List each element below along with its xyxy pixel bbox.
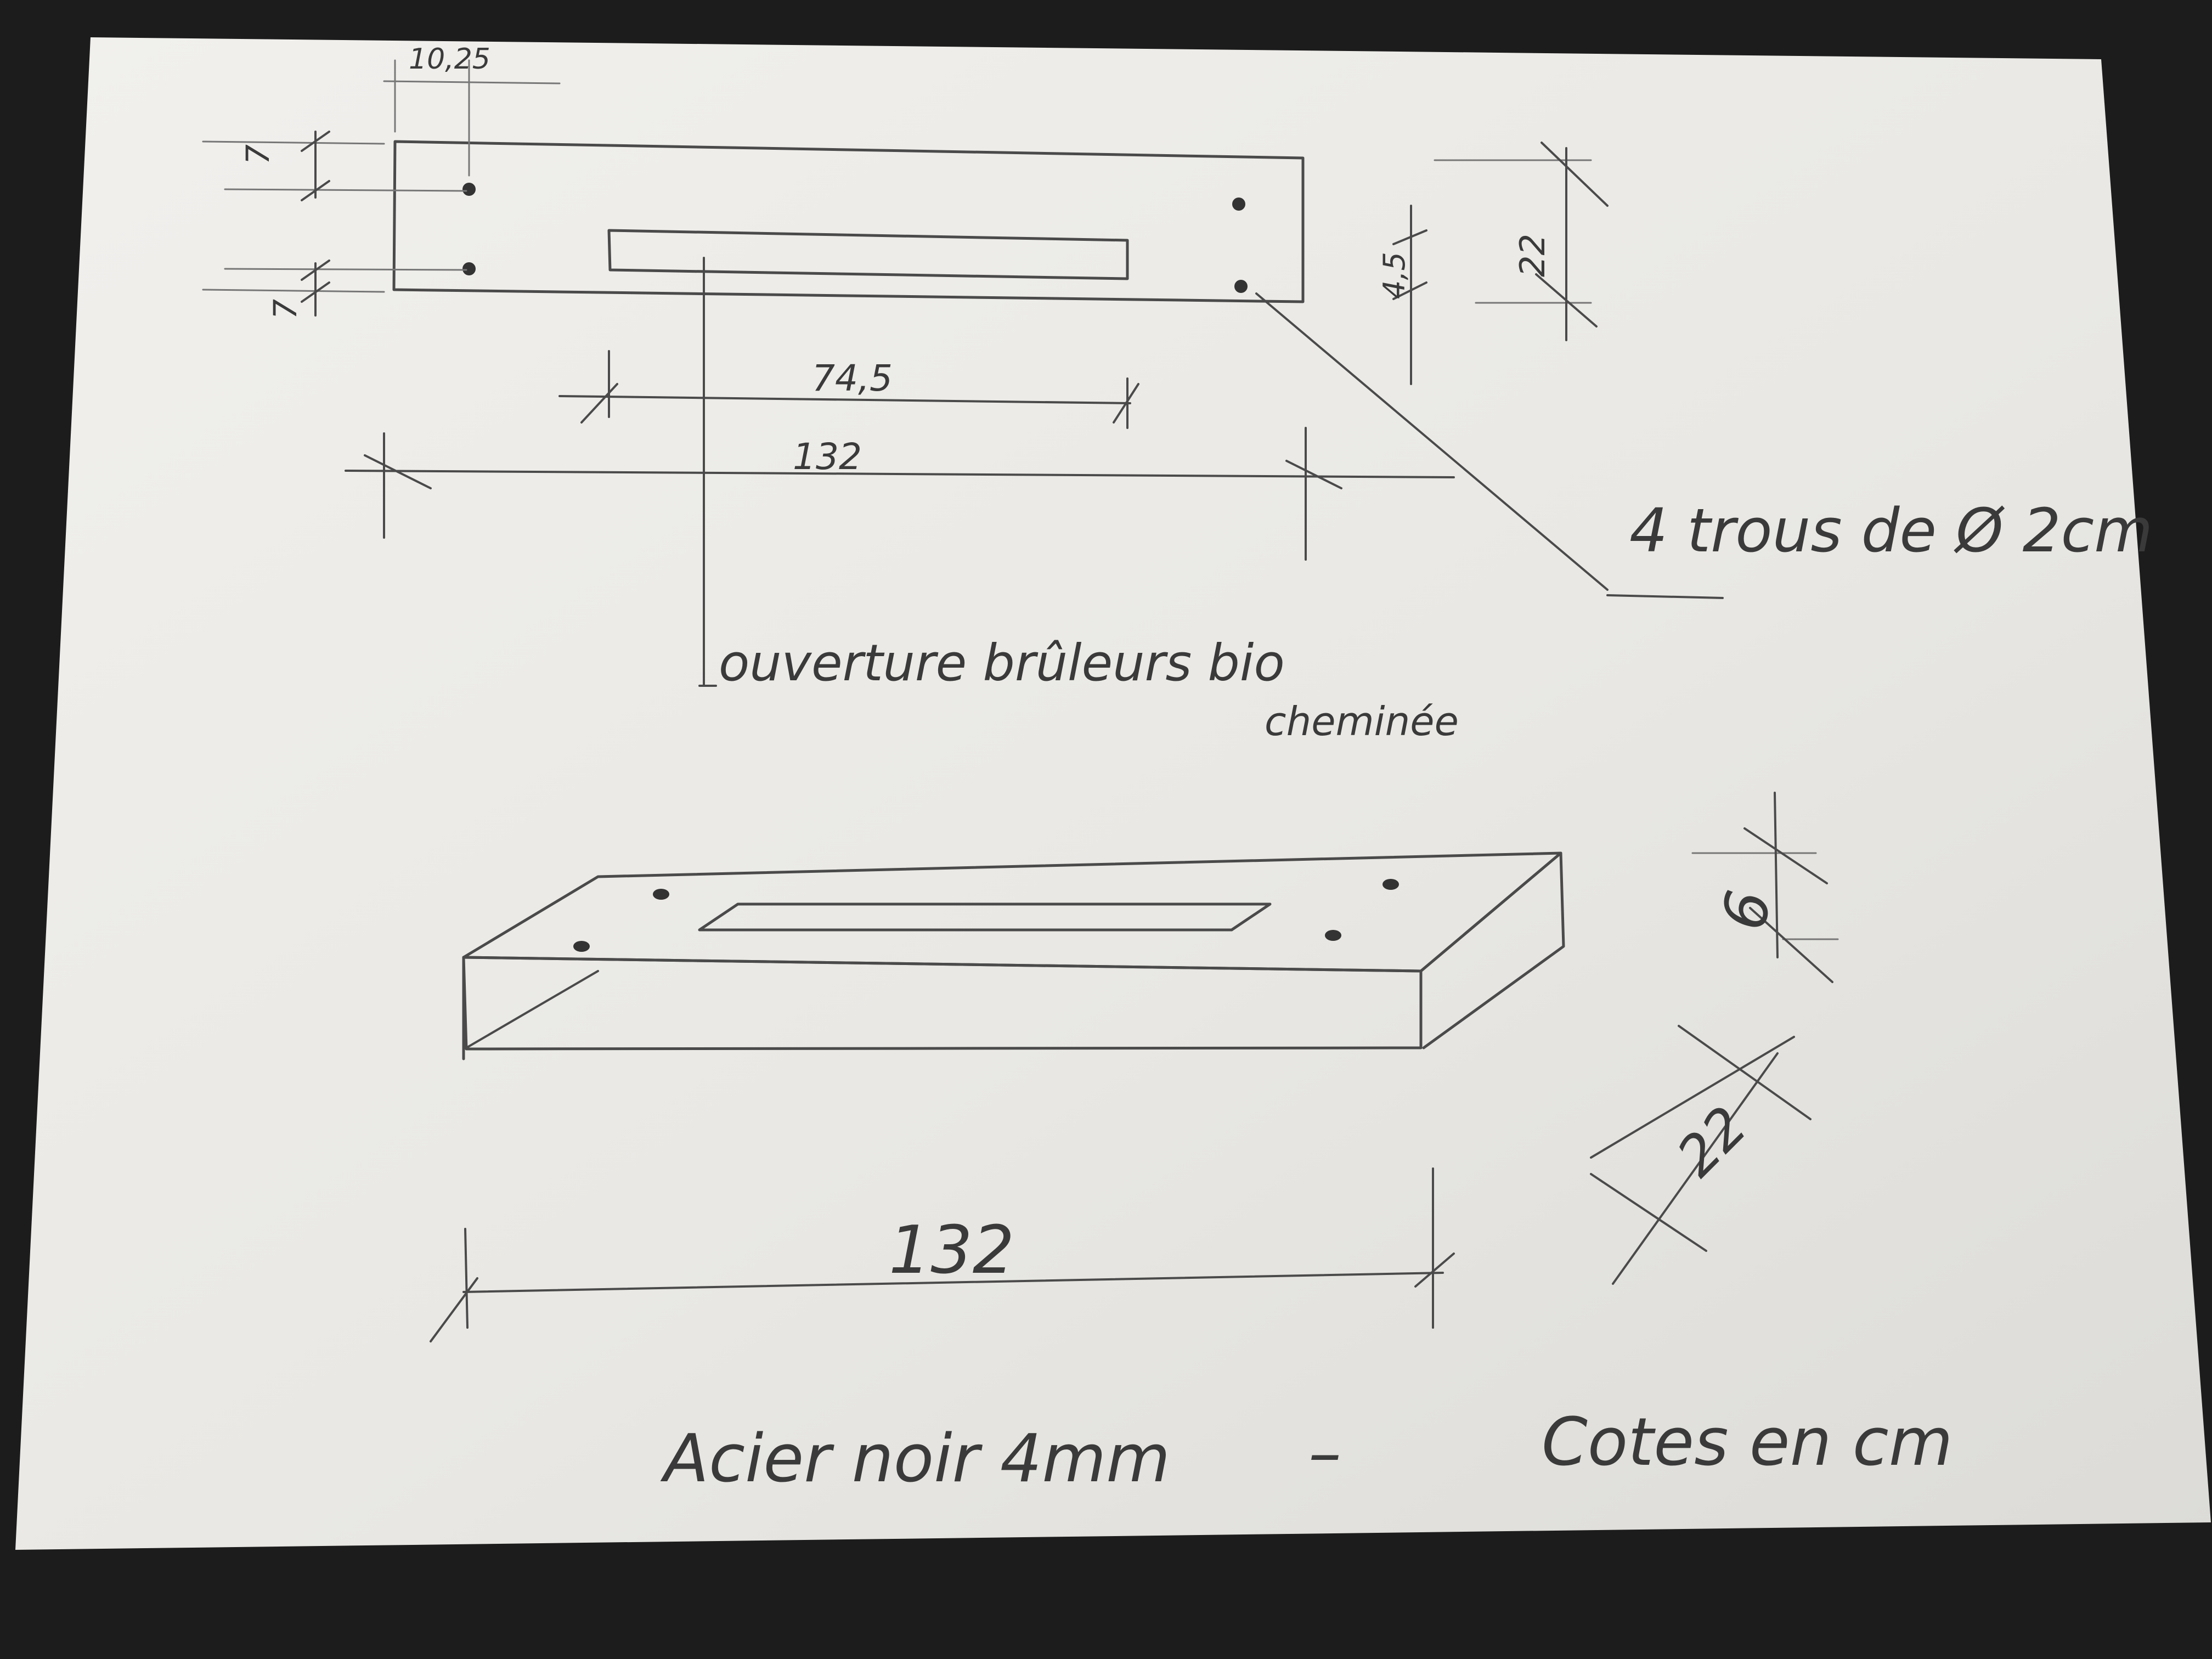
opening-label-line2: cheminée <box>1265 698 1459 744</box>
dim-hole-row-top: 7 <box>239 144 276 165</box>
dim-hole-row-bottom: 7 <box>267 299 304 319</box>
hole <box>462 262 476 275</box>
box-front-face <box>462 956 1423 1051</box>
hole <box>1234 280 1248 293</box>
dim-width: 22 <box>1513 234 1553 277</box>
hole <box>462 183 476 196</box>
dim-slot-height: 4,5 <box>1377 252 1412 299</box>
dim-total-length: 132 <box>793 436 862 478</box>
top-view: 10,25 7 7 74,5 132 4,5 22 4 trous de Ø 2… <box>202 43 2153 744</box>
dim-length: 132 <box>889 1212 1014 1289</box>
plate-outline <box>392 140 1305 303</box>
footer-note: Acier noir 4mm – Cotes en cm <box>660 1404 1953 1497</box>
paper-sheet <box>15 37 2211 1550</box>
box-slot <box>698 902 1272 932</box>
opening-label-line1: ouverture brûleurs bio <box>719 634 1285 692</box>
dash: – <box>1308 1415 1341 1492</box>
box-side-face <box>1419 851 1565 1049</box>
material-note: Acier noir 4mm <box>660 1421 1170 1497</box>
box-hole <box>1325 930 1341 941</box>
box-hole <box>573 941 590 952</box>
dim-slot-length: 74,5 <box>812 357 893 399</box>
hole <box>1232 198 1245 211</box>
burner-slot <box>607 229 1129 280</box>
holes-note: 4 trous de Ø 2cm <box>1629 495 2153 566</box>
units-note: Cotes en cm <box>1542 1404 1953 1481</box>
box-hole <box>1383 879 1399 890</box>
dim-edge-offset: 10,25 <box>409 43 490 76</box>
box-hole <box>653 889 669 900</box>
